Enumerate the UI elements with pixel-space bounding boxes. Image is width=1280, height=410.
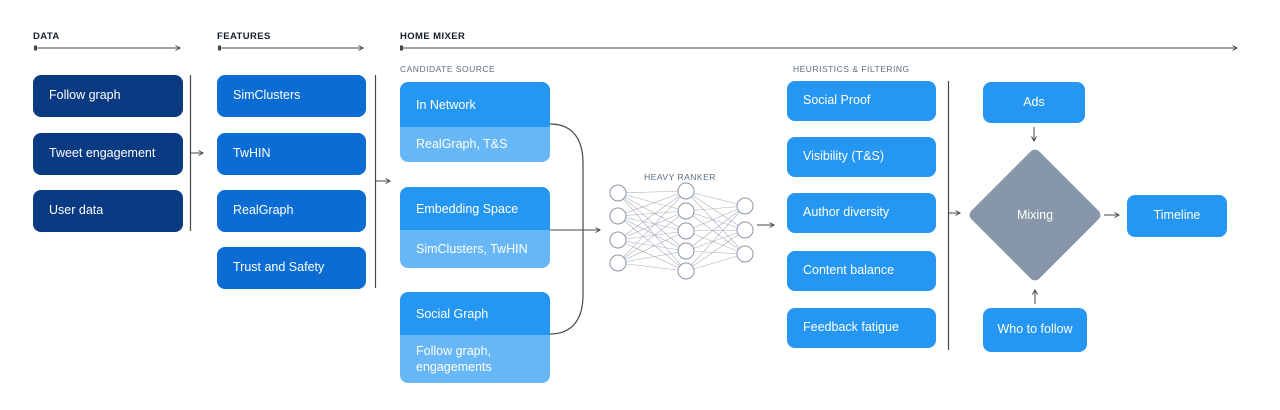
- box-label: Social Graph: [416, 306, 489, 321]
- candidate-title: Embedding Space: [400, 187, 550, 230]
- box-label: RealGraph: [233, 203, 294, 218]
- box-label: RealGraph, T&S: [416, 137, 508, 152]
- candidate-group-in-network: In Network RealGraph, T&S: [400, 82, 550, 162]
- heuristics-box-content-balance: Content balance: [787, 251, 936, 291]
- box-label: Feedback fatigue: [803, 320, 899, 335]
- box-label: Follow graph: [49, 88, 121, 103]
- who-to-follow-box: Who to follow: [983, 308, 1087, 352]
- box-label: Mixing: [1016, 208, 1054, 222]
- candidate-source-label: CANDIDATE SOURCE: [400, 64, 496, 74]
- box-label: TwHIN: [233, 146, 271, 161]
- heuristics-box-social-proof: Social Proof: [787, 81, 936, 121]
- heavy-ranker-label: HEAVY RANKER: [644, 172, 716, 182]
- box-label: Timeline: [1153, 208, 1201, 223]
- box-label: User data: [49, 203, 104, 218]
- candidate-title: Social Graph: [400, 292, 550, 335]
- candidate-subtitle: Follow graph, engagements: [400, 335, 550, 383]
- box-label: Who to follow: [997, 322, 1073, 337]
- home-mixer-section-header: HOME MIXER: [400, 31, 466, 42]
- box-label: Content balance: [803, 263, 895, 278]
- timeline-box: Timeline: [1127, 195, 1227, 237]
- candidate-group-social-graph: Social Graph Follow graph, engagements: [400, 292, 550, 383]
- box-label: Embedding Space: [416, 201, 519, 216]
- features-box-trust-and-safety: Trust and Safety: [217, 247, 366, 289]
- features-box-twhin: TwHIN: [217, 133, 366, 175]
- box-label: Author diversity: [803, 205, 890, 220]
- heuristics-filtering-label: HEURISTICS & FILTERING: [793, 64, 910, 74]
- box-label: Trust and Safety: [233, 260, 325, 275]
- box-label: Ads: [1023, 94, 1045, 109]
- heuristics-box-feedback-fatigue: Feedback fatigue: [787, 308, 936, 348]
- candidate-subtitle: RealGraph, T&S: [400, 127, 550, 162]
- box-label: In Network: [416, 97, 476, 112]
- box-label: Tweet engagement: [49, 146, 156, 161]
- data-box-tweet-engagement: Tweet engagement: [33, 133, 183, 175]
- box-label: SimClusters: [233, 88, 301, 103]
- data-section-header: DATA: [33, 31, 60, 42]
- features-box-realgraph: RealGraph: [217, 190, 366, 232]
- heuristics-box-author-diversity: Author diversity: [787, 193, 936, 233]
- heavy-ranker-network-icon: [609, 182, 754, 280]
- data-box-follow-graph: Follow graph: [33, 75, 183, 117]
- features-box-simclusters: SimClusters: [217, 75, 366, 117]
- data-box-user-data: User data: [33, 190, 183, 232]
- heuristics-box-visibility: Visibility (T&S): [787, 137, 936, 177]
- candidate-group-embedding-space: Embedding Space SimClusters, TwHIN: [400, 187, 550, 268]
- candidate-title: In Network: [400, 82, 550, 127]
- features-section-header: FEATURES: [217, 31, 271, 42]
- candidate-subtitle: SimClusters, TwHIN: [400, 230, 550, 268]
- box-label: Social Proof: [803, 93, 871, 108]
- box-label: Follow graph, engagements: [416, 343, 492, 374]
- box-label: Visibility (T&S): [803, 149, 885, 164]
- mixing-diamond-label: Mixing: [987, 167, 1083, 263]
- ads-box: Ads: [983, 82, 1085, 123]
- box-label: SimClusters, TwHIN: [416, 241, 528, 256]
